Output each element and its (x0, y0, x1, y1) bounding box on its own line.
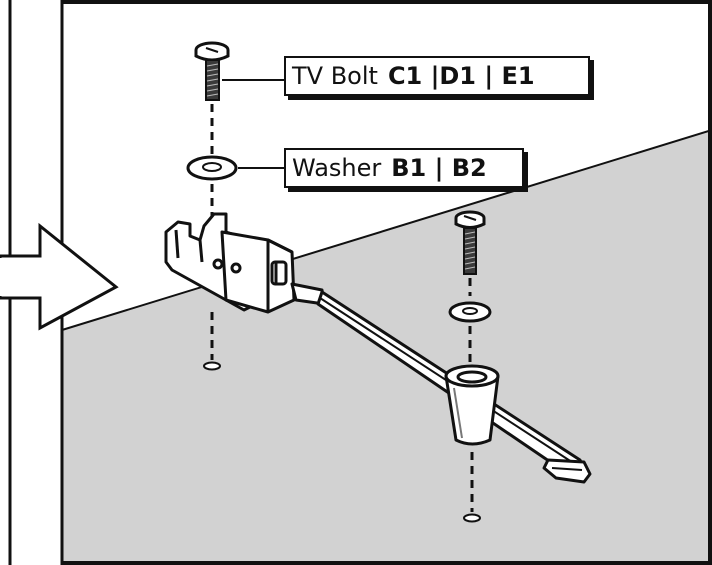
washer-left (186, 155, 238, 181)
tv-bolt-left (194, 41, 230, 101)
right-drill-hole (463, 513, 481, 523)
washer-callout: Washer B1 | B2 (284, 148, 524, 188)
spacer-sleeve (444, 364, 500, 446)
washer-codes: B1 | B2 (391, 154, 487, 182)
tv-bolt-right (454, 210, 486, 275)
arrow-mask (0, 258, 10, 296)
left-drill-hole (203, 361, 221, 371)
wall-edge (61, 129, 712, 331)
mounting-bracket (164, 212, 326, 314)
direction-arrow (0, 222, 119, 331)
washer-right (448, 301, 492, 323)
tv-bolt-label: TV Bolt (292, 62, 378, 90)
tv-bolt-codes: C1 |D1 | E1 (387, 62, 535, 90)
tv-bolt-callout: TV Bolt C1 |D1 | E1 (284, 56, 590, 96)
washer-label: Washer (292, 154, 382, 182)
